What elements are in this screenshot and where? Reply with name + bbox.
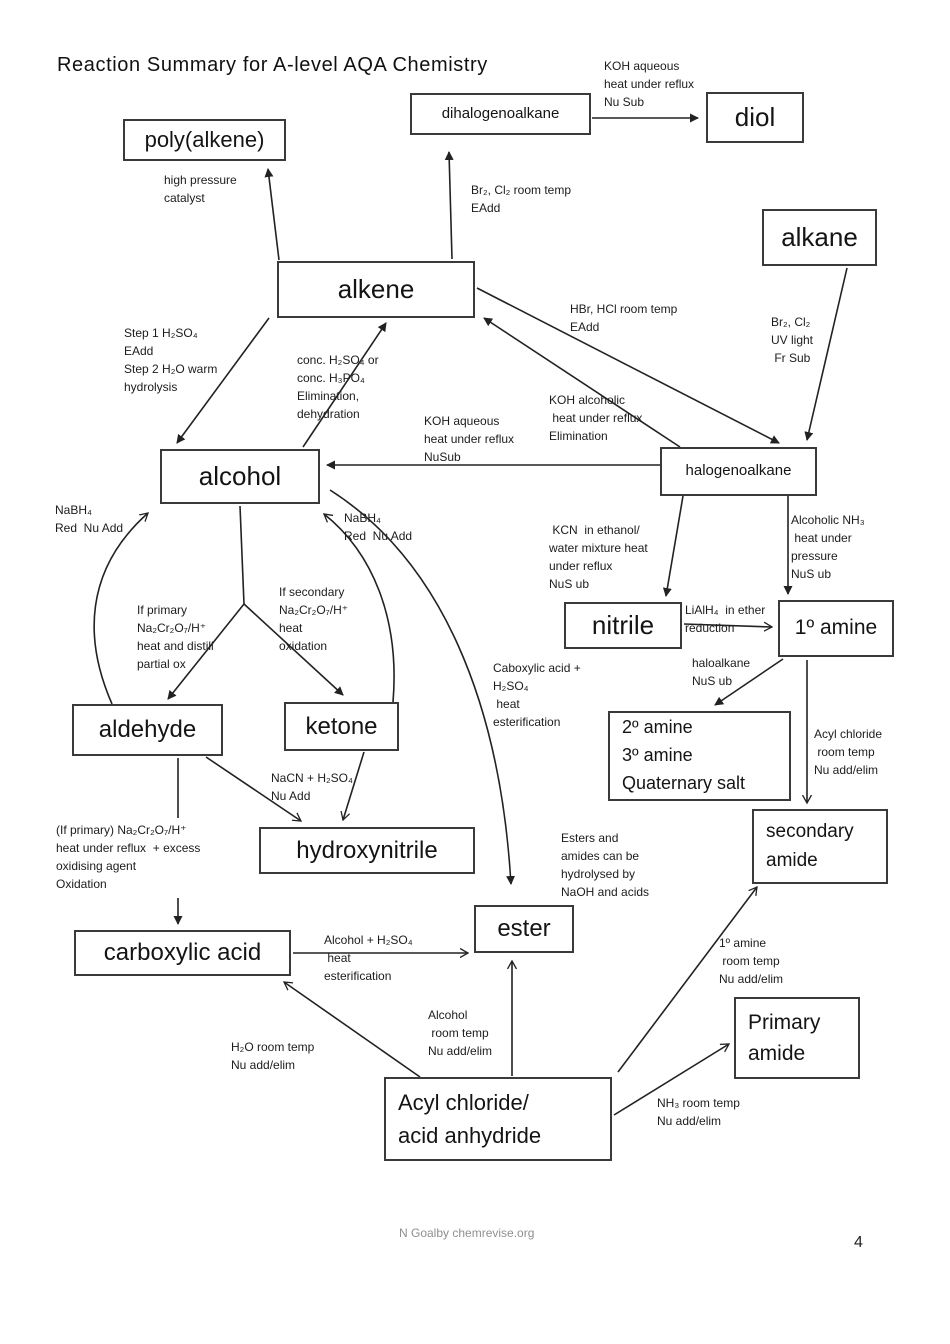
label-carboxylic-esterification: Caboxylic acid + H₂SO₄ heat esterificati… (493, 661, 581, 729)
label-koh-aqueous-mid: KOH aqueous heat under reflux NuSub (424, 414, 515, 464)
label-esters-hydrolysis-note: Esters and amides can be hydrolysed by N… (561, 831, 650, 899)
arrow-nitrile-to-primary-amine (683, 624, 772, 627)
label-alcohol-room-temp: Alcohol room temp Nu add/elim (428, 1008, 493, 1058)
box-halogenoalkane: halogenoalkane (660, 447, 817, 496)
label-nabh4-right: NaBH₄ Red Nu Add (344, 511, 413, 543)
line-alcohol-oxidation-stem (239, 505, 245, 605)
box-alkane: alkane (762, 209, 877, 266)
label-acyl-chloride-room-temp: Acyl chloride room temp Nu add/elim (814, 727, 883, 777)
box-primary-amide: Primary amide (734, 997, 860, 1079)
label-if-secondary: If secondary Na₂Cr₂O₇/H⁺ heat oxidation (279, 585, 349, 653)
box-amines-2-3-quaternary: 2º amine 3º amine Quaternary salt (608, 711, 791, 801)
arrow-ketone-to-alcohol-curve (324, 514, 395, 703)
footer-credit: N Goalby chemrevise.org (399, 1226, 535, 1240)
label-hbr-hcl-room-temp: HBr, HCl room temp EAdd (570, 302, 678, 334)
label-h2o-room-temp: H₂O room temp Nu add/elim (231, 1040, 315, 1072)
box-nitrile: nitrile (564, 602, 682, 649)
box-carboxylic-acid: carboxylic acid (74, 930, 291, 976)
arrow-alkane-to-halogenoalkane (804, 267, 848, 441)
arrow-acyl-to-secondary-amide (617, 887, 757, 1073)
label-br2-cl2-uv-light: Br₂, Cl₂ UV light Fr Sub (771, 315, 814, 365)
label-1-amine-room-temp: 1º amine room temp Nu add/elim (719, 936, 784, 986)
arrow-ketone-to-hydroxynitrile (343, 751, 365, 820)
box-dihalogenoalkane: dihalogenoalkane (410, 93, 591, 135)
arrow-alkene-to-dihalogenoalkane (444, 151, 454, 260)
arrow-acyl-to-carboxylic (284, 982, 421, 1078)
label-nacn-h2so4: NaCN + H₂SO₄ Nu Add (271, 771, 353, 803)
label-lialh4-reduction: LiAlH₄ in ether reduction (685, 603, 766, 635)
box-ketone: ketone (284, 702, 399, 751)
box-aldehyde: aldehyde (72, 704, 223, 756)
arrow-alcohol-to-ketone (243, 603, 344, 696)
arrow-alkene-to-alcohol (176, 317, 270, 444)
box-ester: ester (474, 905, 574, 953)
page-title: Reaction Summary for A-level AQA Chemist… (57, 54, 488, 76)
box-acyl-chloride: Acyl chloride/ acid anhydride (384, 1077, 612, 1161)
arrow-primary-amine-to-amines (714, 658, 784, 706)
box-hydroxynitrile: hydroxynitrile (259, 827, 475, 874)
arrow-aldehyde-to-alcohol-curve (93, 513, 148, 705)
label-if-primary: If primary Na₂Cr₂O₇/H⁺ heat and distill … (137, 603, 214, 671)
label-koh-aqueous-top: KOH aqueous heat under reflux Nu Sub (604, 59, 695, 109)
label-alcoholic-nh3: Alcoholic NH₃ heat under pressure NuS ub (791, 513, 865, 581)
arrow-alkene-to-halogenoalkane (476, 287, 780, 444)
arrow-halogenoalkane-to-alkene (483, 317, 681, 448)
label-koh-alcoholic: KOH alcoholic heat under reflux Eliminat… (549, 393, 643, 443)
label-kcn-ethanol: KCN in ethanol/ water mixture heat under… (549, 523, 648, 591)
label-conc-h2so4: conc. H₂SO₄ or conc. H₃PO₄ Elimination, … (297, 353, 379, 421)
box-secondary-amide: secondary amide (752, 809, 888, 884)
box-diol: diol (706, 92, 804, 143)
label-alcohol-h2so4: Alcohol + H₂SO₄ heat esterification (324, 933, 413, 983)
arrow-acyl-to-primary-amide (613, 1044, 729, 1116)
label-high-pressure-catalyst: high pressure catalyst (164, 173, 237, 205)
label-step1-h2so4: Step 1 H₂SO₄ EAdd Step 2 H₂O warm hydrol… (124, 326, 218, 394)
page-number: 4 (854, 1234, 863, 1251)
label-nh3-room-temp: NH₃ room temp Nu add/elim (657, 1096, 740, 1128)
box-alcohol: alcohol (160, 449, 320, 504)
label-haloalkane-nusub: haloalkane NuS ub (692, 656, 751, 688)
label-nabh4-left: NaBH₄ Red Nu Add (55, 503, 124, 535)
box-alkene: alkene (277, 261, 475, 318)
arrow-alcohol-to-aldehyde (167, 603, 245, 700)
label-if-primary-oxidation: (If primary) Na₂Cr₂O₇/H⁺ heat under refl… (56, 823, 201, 891)
arrow-alcohol-to-ester-curve (329, 489, 516, 885)
arrow-halogenoalkane-to-nitrile (662, 495, 684, 597)
arrow-alkene-to-polyalkene (264, 168, 280, 261)
arrow-aldehyde-to-hydroxynitrile (205, 756, 301, 821)
label-br2-cl2-room-temp: Br₂, Cl₂ room temp EAdd (471, 183, 572, 215)
arrow-alcohol-to-alkene (302, 322, 387, 448)
box-poly-alkene: poly(alkene) (123, 119, 286, 161)
box-primary-amine: 1º amine (778, 600, 894, 657)
